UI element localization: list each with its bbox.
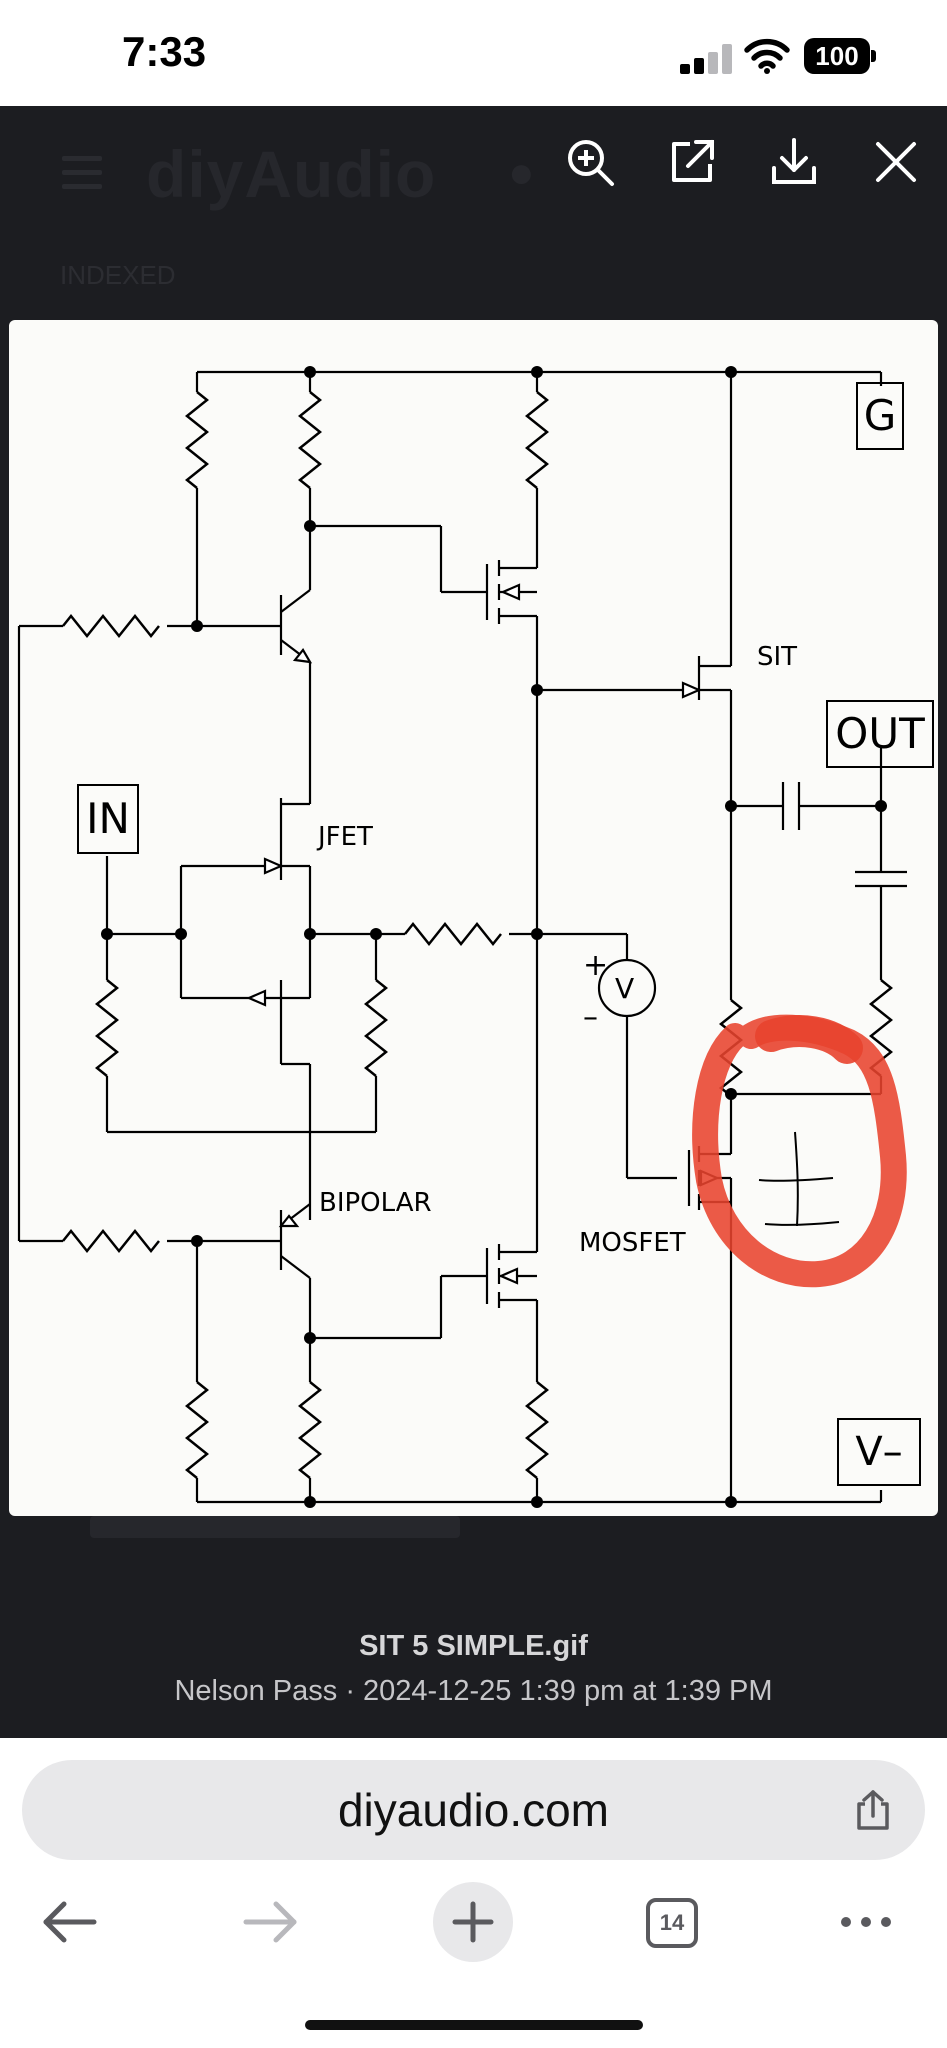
browser-toolbar: diyaudio.com 14 bbox=[0, 1738, 947, 2048]
close-icon[interactable] bbox=[868, 134, 924, 190]
forward-arrow-icon[interactable] bbox=[230, 1882, 310, 1962]
bipolar-label: BIPOLAR bbox=[319, 1188, 432, 1218]
image-caption: SIT 5 SIMPLE.gif Nelson Pass · 2024-12-2… bbox=[0, 1630, 947, 1708]
jfet-label: JFET bbox=[318, 822, 373, 852]
share-icon[interactable] bbox=[851, 1788, 895, 1832]
battery-icon: 100 bbox=[804, 38, 876, 74]
in-terminal-label: IN bbox=[77, 784, 139, 854]
status-time: 7:33 bbox=[122, 28, 207, 75]
background-site-header: diyAudio ● bbox=[0, 106, 947, 238]
home-indicator bbox=[305, 2020, 643, 2030]
tabs-icon[interactable]: 14 bbox=[646, 1898, 698, 1948]
schematic-image[interactable]: G OUT IN V– V + – SIT JFET BIPOLAR MOSFE… bbox=[9, 320, 938, 1516]
sit-label: SIT bbox=[757, 642, 798, 672]
url-text[interactable]: diyaudio.com bbox=[337, 1784, 610, 1836]
battery-level: 100 bbox=[804, 38, 870, 74]
meter-label: V bbox=[615, 972, 635, 1005]
open-external-icon[interactable] bbox=[664, 134, 720, 190]
out-terminal-label: OUT bbox=[826, 700, 934, 768]
v-minus-terminal-label: V– bbox=[837, 1418, 921, 1486]
background-subtitle: INDEXED bbox=[60, 260, 176, 290]
menu-icon bbox=[62, 156, 102, 190]
plus-icon[interactable] bbox=[433, 1882, 513, 1962]
site-logo: diyAudio bbox=[146, 137, 437, 211]
address-bar[interactable]: diyaudio.com bbox=[22, 1760, 925, 1860]
g-terminal-label: G bbox=[856, 382, 904, 450]
back-arrow-icon[interactable] bbox=[30, 1882, 110, 1962]
meter-plus-label: + bbox=[583, 948, 609, 983]
image-meta: Nelson Pass · 2024-12-25 1:39 pm at 1:39… bbox=[174, 1675, 773, 1707]
zoom-in-icon[interactable] bbox=[562, 134, 618, 190]
cellular-signal-icon bbox=[680, 44, 732, 74]
status-bar: 7:33 100 bbox=[0, 0, 947, 106]
background-divider bbox=[90, 1516, 460, 1538]
wifi-icon bbox=[744, 38, 790, 74]
image-viewer: diyAudio ● INDEXED bbox=[0, 106, 947, 1738]
bulb-icon: ● bbox=[508, 148, 535, 197]
mosfet-label: MOSFET bbox=[579, 1228, 686, 1258]
download-icon[interactable] bbox=[766, 134, 822, 190]
more-icon[interactable] bbox=[826, 1882, 906, 1962]
meter-minus-label: – bbox=[583, 1000, 598, 1035]
image-filename: SIT 5 SIMPLE.gif bbox=[359, 1630, 588, 1662]
schematic-drawing bbox=[17, 366, 907, 1508]
